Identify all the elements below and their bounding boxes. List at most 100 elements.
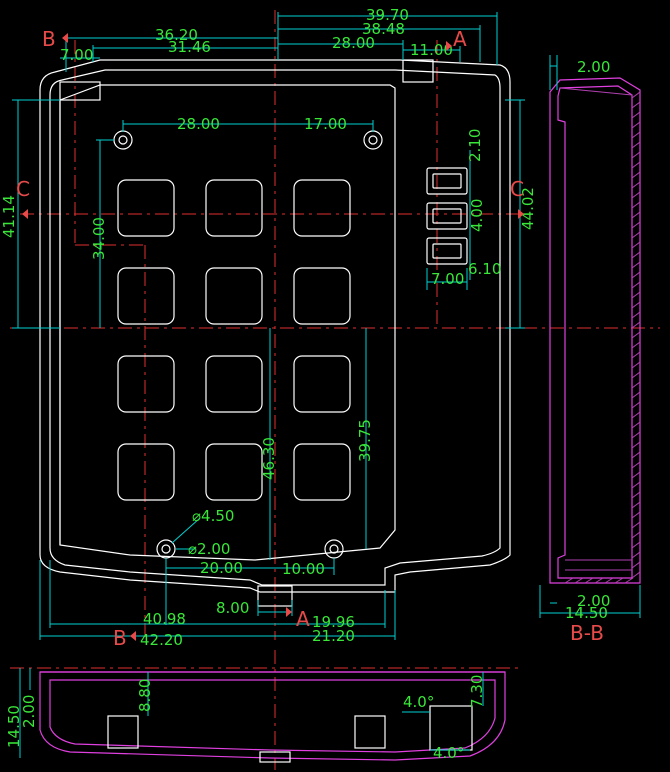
dim-sec-2-00-top: 2.00: [577, 58, 610, 76]
hatch-line: [564, 577, 574, 584]
hatch-line: [631, 371, 641, 379]
hatch-line: [631, 511, 641, 519]
dim-21-20: 21.20: [312, 627, 355, 645]
arrow-a-top: [446, 41, 452, 51]
hatch-line: [631, 261, 641, 269]
hatch-line: [631, 341, 641, 349]
keypad-key: [293, 267, 351, 325]
hatch-line: [631, 241, 641, 249]
dim-20-00: 20.00: [200, 559, 243, 577]
hatch-line: [631, 461, 641, 469]
dim-side-angle-bot: 4.0°: [433, 744, 464, 762]
hatch-line: [584, 577, 594, 584]
hatch-line: [594, 577, 604, 584]
hatch-line: [631, 231, 641, 239]
hatch-line: [631, 91, 641, 99]
dim-42-20: 42.20: [140, 631, 183, 649]
label-c-right: C: [510, 177, 524, 201]
hatch-line: [631, 421, 641, 429]
keypad-key: [205, 443, 263, 501]
hatch-line: [624, 577, 634, 584]
dimension-lines: [12, 12, 525, 640]
hatch-line: [631, 311, 641, 319]
hatch-line: [631, 331, 641, 339]
hatch-line: [631, 441, 641, 449]
section-labels: B A A B C C B-B: [16, 27, 604, 650]
hatch-line: [631, 401, 641, 409]
keypad-key: [117, 179, 175, 237]
hatch-line: [631, 351, 641, 359]
dim-side-14-50: 14.50: [5, 705, 23, 748]
dimension-texts: 39.70 38.48 36.20 31.46 28.00 11.00 7.00…: [0, 6, 610, 762]
dim-31-46: 31.46: [168, 38, 211, 56]
keypad-key: [293, 179, 351, 237]
hatch-line: [631, 451, 641, 459]
hatch-line: [631, 191, 641, 199]
dim-44-02: 44.02: [519, 187, 537, 230]
hatch-line: [631, 391, 641, 399]
arrow-c-right: [518, 209, 524, 219]
hatch-line: [631, 121, 641, 129]
dim-sec-14-50: 14.50: [565, 604, 608, 622]
dim-7-00-right: 7.00: [431, 270, 464, 288]
dim-28-00-holes: 28.00: [177, 115, 220, 133]
keypad-key: [205, 267, 263, 325]
label-b-top: B: [42, 27, 56, 51]
dim-side-8-80: 8.80: [136, 679, 154, 712]
hatch-line: [631, 531, 641, 539]
label-section-bb: B-B: [570, 621, 604, 645]
dim-39-75: 39.75: [356, 419, 374, 462]
dim-40-98: 40.98: [143, 610, 186, 628]
hatch-line: [604, 577, 614, 584]
dim-46-30: 46.30: [260, 437, 278, 480]
hatch-line: [631, 251, 641, 259]
keypad-key: [117, 443, 175, 501]
hatch-line: [614, 577, 624, 584]
hatch-line: [631, 271, 641, 279]
hatch-line: [631, 301, 641, 309]
hatch-line: [631, 221, 641, 229]
hatch-line: [631, 571, 641, 579]
dim-6-10: 6.10: [468, 260, 501, 278]
hatch-line: [631, 561, 641, 569]
keypad-key: [293, 355, 351, 413]
dim-side-7-30: 7.30: [468, 675, 486, 708]
keypad-key: [117, 267, 175, 325]
dim-19-96: 19.96: [312, 613, 355, 631]
hatch-line: [631, 161, 641, 169]
hatch-line: [631, 131, 641, 139]
hatch-line: [631, 521, 641, 529]
arrow-a-bottom: [286, 607, 292, 617]
label-a-bottom: A: [296, 607, 310, 631]
label-b-bottom: B: [113, 626, 127, 650]
hatch-line: [631, 111, 641, 119]
hatch-line: [631, 541, 641, 549]
hatch-line: [631, 321, 641, 329]
section-view-bb: [539, 55, 641, 618]
hatch-line: [631, 151, 641, 159]
dim-39-70: 39.70: [366, 6, 409, 24]
arrow-b-top: [62, 33, 68, 43]
hatch-line: [631, 211, 641, 219]
hatch-line: [631, 431, 641, 439]
hatch-line: [631, 491, 641, 499]
dim-8-00: 8.00: [216, 599, 249, 617]
dim-dia-4-50: ⌀4.50: [192, 507, 234, 525]
label-c-left: C: [16, 177, 30, 201]
arrow-c-left: [22, 209, 28, 219]
keypad-key: [205, 179, 263, 237]
hatch-line: [631, 281, 641, 289]
dim-4-00: 4.00: [468, 199, 486, 232]
dim-34-00: 34.00: [90, 217, 108, 260]
hatch-line: [631, 471, 641, 479]
center-lines: [10, 10, 660, 770]
label-a-top: A: [453, 27, 467, 51]
hatch-line: [631, 171, 641, 179]
hatch-line: [631, 181, 641, 189]
dim-side-2-00: 2.00: [20, 695, 38, 728]
keypad-keys: [117, 179, 351, 501]
dim-28-00-top: 28.00: [332, 34, 375, 52]
hatch-line: [631, 481, 641, 489]
hatch-line: [631, 361, 641, 369]
hatch-line: [631, 101, 641, 109]
